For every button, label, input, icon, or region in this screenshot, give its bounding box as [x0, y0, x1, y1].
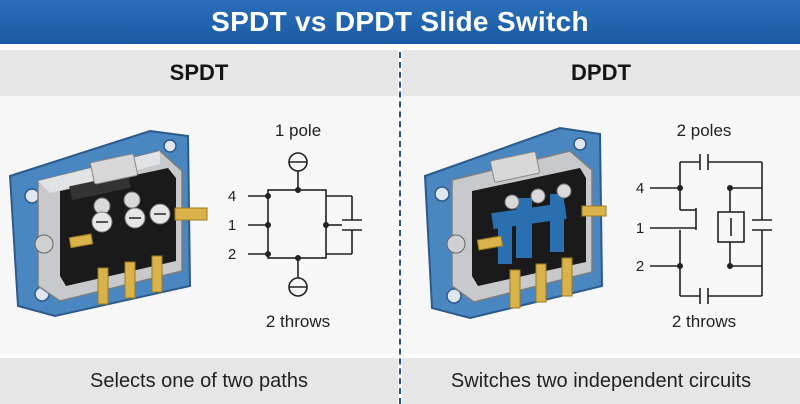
dpdt-header: DPDT: [402, 50, 800, 96]
spdt-caption: Selects one of two paths: [90, 369, 308, 392]
brass-pins: [68, 207, 208, 305]
switch-housing: [60, 153, 176, 286]
dpdt-schematic: 2 poles 4 1 2 2 throws: [636, 121, 772, 331]
dpdt-switch-illustration: [423, 126, 607, 320]
spdt-terminal-1: 1: [228, 217, 236, 234]
dpdt-footer: Switches two independent circuits: [402, 358, 800, 404]
screw-terminals: [446, 183, 572, 254]
center-divider: [399, 52, 401, 404]
dpdt-terminal-1: 1: [636, 220, 644, 237]
dpdt-caption: Switches two independent circuits: [450, 369, 752, 392]
brass-pins: [476, 205, 607, 309]
dpdt-throws-label: 2 throws: [672, 312, 736, 331]
title-banner: SPDT vs DPDT Slide Switch: [0, 0, 800, 44]
dpdt-terminal-2: 2: [636, 258, 644, 275]
spdt-terminal-4: 4: [228, 188, 236, 205]
spdt-heading: SPDT: [169, 60, 229, 85]
dpdt-terminal-4: 4: [636, 180, 644, 197]
spdt-header: SPDT: [0, 50, 398, 96]
spdt-footer: Selects one of two paths: [0, 358, 398, 404]
page-title: SPDT vs DPDT Slide Switch: [211, 6, 589, 37]
spdt-switch-illustration: [8, 129, 208, 318]
blue-slider: [491, 194, 567, 264]
spdt-poles-label: 1 pole: [275, 121, 321, 140]
spdt-schematic: 1 pole 4 1 2 2 throws: [228, 121, 362, 331]
spdt-terminal-2: 2: [228, 246, 236, 263]
screw-terminals: [34, 191, 171, 254]
spdt-throws-label: 2 throws: [266, 312, 330, 331]
dpdt-poles-label: 2 poles: [677, 121, 732, 140]
dpdt-heading: DPDT: [571, 60, 631, 85]
